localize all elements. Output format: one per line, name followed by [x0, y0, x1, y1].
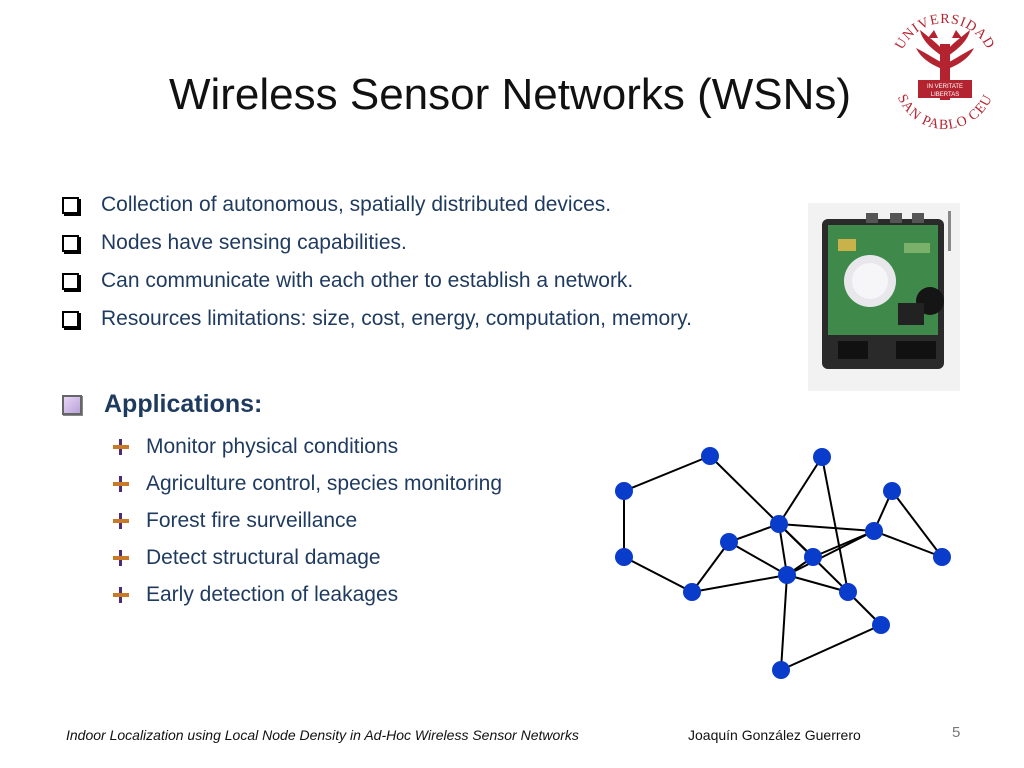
application-text: Agriculture control, species monitoring [146, 471, 502, 495]
applications-label: Applications: [104, 390, 263, 418]
applications-list: Monitor physical conditions Agriculture … [112, 428, 502, 613]
application-text: Early detection of leakages [146, 582, 399, 606]
network-node [701, 447, 719, 465]
square-bullet-icon [62, 394, 82, 415]
logo-motto-1: IN VERITATE [927, 84, 963, 90]
bullet-text: Resources limitations: size, cost, energ… [101, 307, 692, 330]
bullet-item: Collection of autonomous, spatially dist… [62, 186, 692, 224]
arrow-bullet-icon [113, 512, 129, 529]
bullet-item: Resources limitations: size, cost, energ… [62, 300, 692, 338]
application-item: Detect structural damage [112, 539, 502, 576]
logo-motto-2: LIBERTAS [931, 92, 959, 98]
bullet-list: Collection of autonomous, spatially dist… [62, 186, 692, 338]
footer-presentation-title: Indoor Localization using Local Node Den… [66, 727, 579, 743]
network-graph-diagram [615, 447, 951, 679]
network-node [720, 533, 738, 551]
network-node [804, 548, 822, 566]
page-number: 5 [952, 724, 961, 741]
network-node [615, 548, 633, 566]
bullet-text: Nodes have sensing capabilities. [101, 231, 407, 254]
arrow-bullet-icon [113, 475, 129, 492]
slide-title: Wireless Sensor Networks (WSNs) [168, 70, 852, 119]
application-item: Early detection of leakages [112, 576, 502, 613]
arrow-bullet-icon [113, 549, 129, 566]
network-node [683, 583, 701, 601]
network-node [770, 515, 788, 533]
footer-author: Joaquín González Guerrero [688, 727, 861, 743]
network-node [772, 661, 790, 679]
application-item: Forest fire surveillance [112, 502, 502, 539]
network-node [839, 583, 857, 601]
network-node [813, 448, 831, 466]
bullet-text: Can communicate with each other to estab… [101, 269, 634, 292]
arrow-bullet-icon [113, 586, 129, 603]
checkbox-bullet-icon [62, 272, 79, 290]
network-node [872, 616, 890, 634]
network-node [778, 566, 796, 584]
checkbox-bullet-icon [62, 234, 79, 252]
applications-heading: Applications: [62, 390, 262, 419]
logo-tree-icon [916, 30, 974, 100]
university-logo: UNIVERSIDAD SAN PABLO CEU IN VERITATE LI… [893, 12, 997, 133]
checkbox-bullet-icon [62, 196, 79, 214]
network-node [865, 522, 883, 540]
bullet-item: Can communicate with each other to estab… [62, 262, 692, 300]
application-text: Forest fire surveillance [146, 508, 358, 532]
network-node [615, 482, 633, 500]
bullet-item: Nodes have sensing capabilities. [62, 224, 692, 262]
application-item: Agriculture control, species monitoring [112, 465, 502, 502]
application-item: Monitor physical conditions [112, 428, 502, 465]
application-text: Detect structural damage [146, 545, 381, 569]
checkbox-bullet-icon [62, 310, 79, 328]
network-node [883, 482, 901, 500]
bullet-text: Collection of autonomous, spatially dist… [101, 193, 612, 216]
application-text: Monitor physical conditions [146, 434, 399, 458]
network-node [933, 548, 951, 566]
sensor-node-photo [808, 203, 960, 391]
logo-banner [918, 80, 972, 98]
arrow-bullet-icon [113, 438, 129, 455]
